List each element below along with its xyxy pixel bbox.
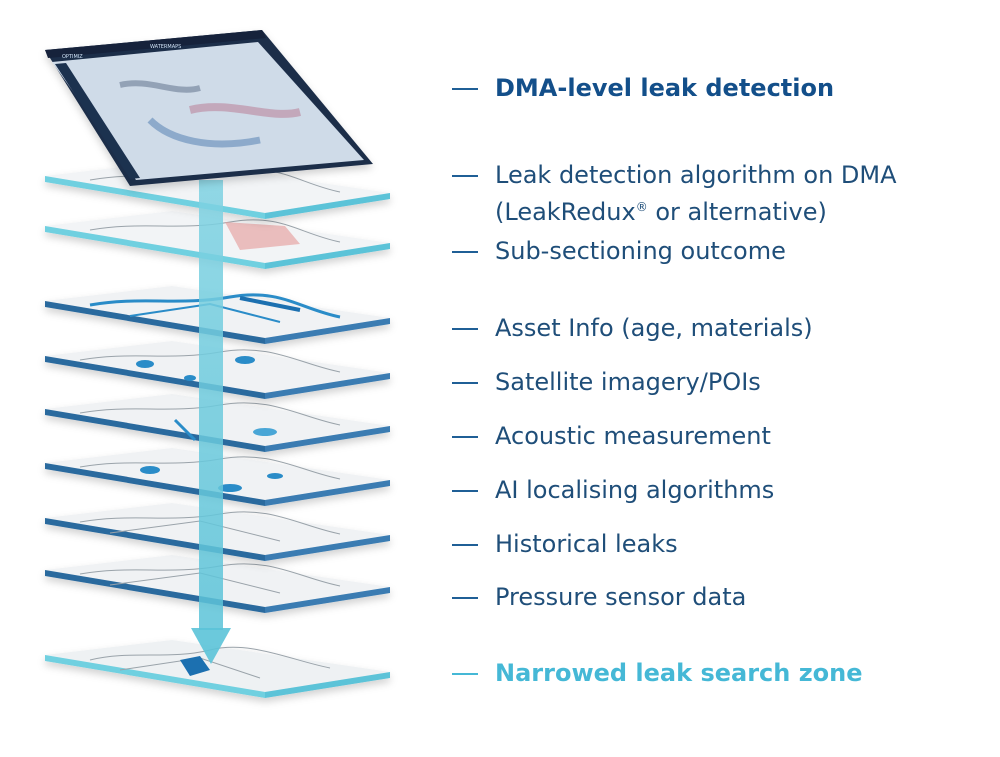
app-screen: OPTIMIZ WATERMAPS — [45, 30, 373, 186]
dash — [452, 490, 478, 492]
dash — [452, 175, 478, 177]
label-pressure-text: Pressure sensor data — [495, 583, 747, 611]
label-ai-text: AI localising algorithms — [495, 476, 775, 504]
label-narrowed: Narrowed leak search zone — [452, 657, 863, 689]
label-sub-sectioning: Sub-sectioning outcome — [452, 235, 786, 267]
label-pressure: Pressure sensor data — [452, 581, 746, 613]
screen-brand: OPTIMIZ — [62, 54, 83, 60]
label-sub-sectioning-text: Sub-sectioning outcome — [495, 237, 786, 265]
label-acoustic: Acoustic measurement — [452, 420, 771, 452]
layer-narrowed-zone — [45, 640, 390, 698]
label-historical-text: Historical leaks — [495, 530, 678, 558]
dash — [452, 436, 478, 438]
down-arrow — [191, 180, 231, 664]
label-satellite-text: Satellite imagery/POIs — [495, 368, 761, 396]
label-narrowed-text: Narrowed leak search zone — [495, 659, 863, 687]
label-asset-info-text: Asset Info (age, materials) — [495, 314, 813, 342]
label-algorithm-line2b: or alternative) — [647, 198, 827, 226]
label-ai: AI localising algorithms — [452, 474, 774, 506]
label-dma-level-text: DMA-level leak detection — [495, 74, 835, 102]
label-algorithm-line2a: (LeakRedux — [495, 198, 636, 226]
dash — [452, 328, 478, 330]
dash — [452, 88, 478, 90]
screen-app-name: WATERMAPS — [150, 44, 181, 50]
layer-stack-illustration: OPTIMIZ WATERMAPS — [45, 30, 390, 698]
dash — [452, 544, 478, 546]
registered-mark: ® — [635, 200, 648, 214]
dash — [452, 673, 478, 675]
label-algorithm-line1: Leak detection algorithm on DMA — [495, 161, 897, 189]
label-asset-info: Asset Info (age, materials) — [452, 312, 813, 344]
label-historical: Historical leaks — [452, 528, 678, 560]
label-algorithm-text: Leak detection algorithm on DMA (LeakRed… — [495, 159, 897, 228]
label-algorithm: Leak detection algorithm on DMA (LeakRed… — [452, 159, 897, 228]
dash — [452, 597, 478, 599]
dash — [452, 382, 478, 384]
label-acoustic-text: Acoustic measurement — [495, 422, 771, 450]
label-satellite: Satellite imagery/POIs — [452, 366, 761, 398]
label-dma-level: DMA-level leak detection — [452, 72, 834, 104]
dash — [452, 251, 478, 253]
